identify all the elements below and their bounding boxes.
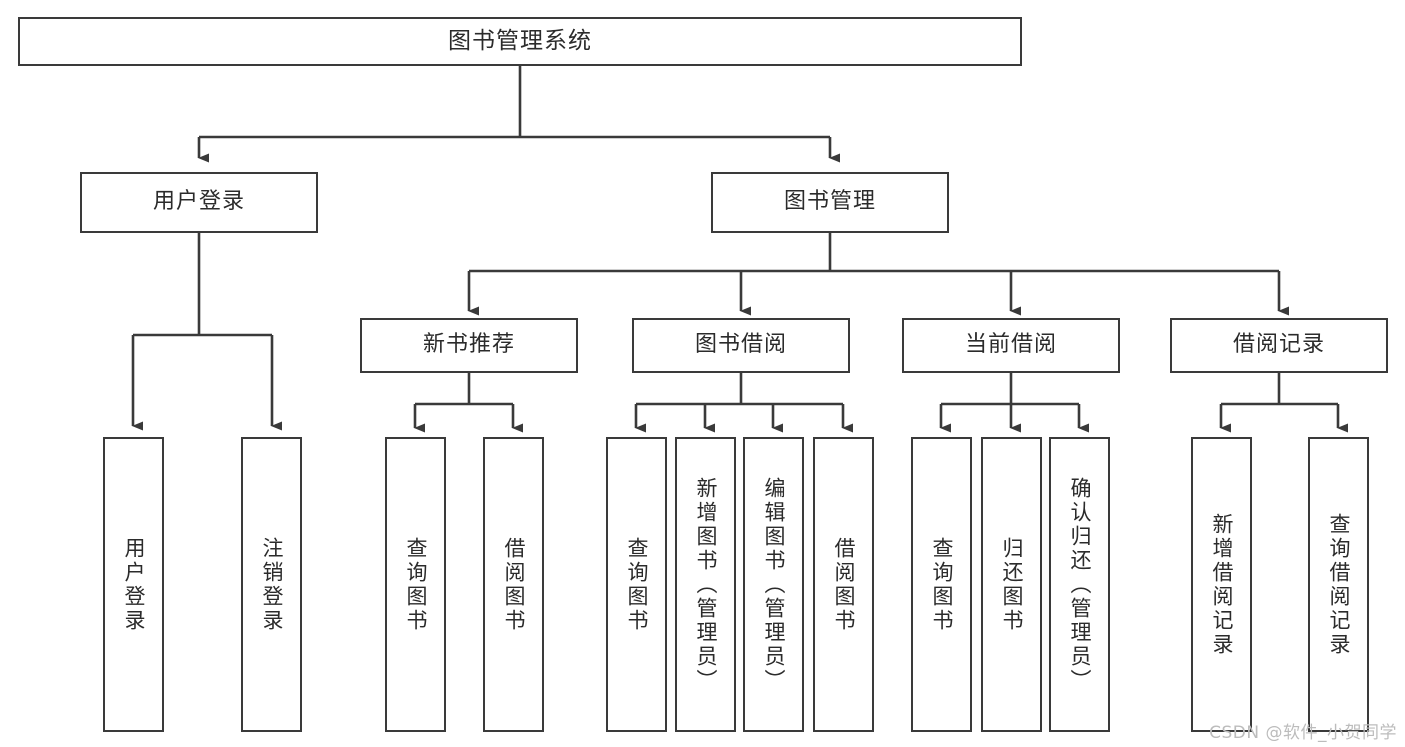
node-borrow-record[interactable]: 借阅记录 xyxy=(1170,318,1388,373)
csdn-watermark: CSDN @软件_小贺同学 xyxy=(1209,723,1397,743)
leaf-user-login-login[interactable]: 用户登录 xyxy=(103,437,164,732)
leaf-label: 编辑图书（管理员） xyxy=(762,476,786,693)
leaf-label: 查询图书 xyxy=(404,536,428,633)
node-borrow-record-label: 借阅记录 xyxy=(1232,332,1325,358)
node-new-book-recommend[interactable]: 新书推荐 xyxy=(360,318,578,373)
leaf-new-book-borrow[interactable]: 借阅图书 xyxy=(483,437,544,732)
leaf-label: 新增图书（管理员） xyxy=(694,476,718,693)
node-book-borrow-label: 图书借阅 xyxy=(694,332,787,358)
leaf-user-login-logout[interactable]: 注销登录 xyxy=(241,437,302,732)
leaf-book-borrow-add[interactable]: 新增图书（管理员） xyxy=(675,437,736,732)
leaf-label: 查询图书 xyxy=(930,536,954,633)
leaf-current-borrow-query[interactable]: 查询图书 xyxy=(911,437,972,732)
leaf-borrow-record-add[interactable]: 新增借阅记录 xyxy=(1191,437,1252,732)
leaf-label: 借阅图书 xyxy=(502,536,526,633)
leaf-label: 新增借阅记录 xyxy=(1210,512,1234,657)
node-book-manage-label: 图书管理 xyxy=(783,189,876,215)
node-user-login-label: 用户登录 xyxy=(152,189,245,215)
node-current-borrow[interactable]: 当前借阅 xyxy=(902,318,1120,373)
node-user-login[interactable]: 用户登录 xyxy=(80,172,318,233)
leaf-label: 用户登录 xyxy=(122,536,146,633)
leaf-current-borrow-return[interactable]: 归还图书 xyxy=(981,437,1042,732)
leaf-book-borrow-edit[interactable]: 编辑图书（管理员） xyxy=(743,437,804,732)
node-root-label: 图书管理系统 xyxy=(448,27,592,54)
node-book-borrow[interactable]: 图书借阅 xyxy=(632,318,850,373)
leaf-label: 注销登录 xyxy=(260,536,284,633)
leaf-label: 查询图书 xyxy=(625,536,649,633)
node-root[interactable]: 图书管理系统 xyxy=(18,17,1022,66)
leaf-book-borrow-query[interactable]: 查询图书 xyxy=(606,437,667,732)
leaf-new-book-query[interactable]: 查询图书 xyxy=(385,437,446,732)
leaf-label: 归还图书 xyxy=(1000,536,1024,633)
leaf-book-borrow-borrow[interactable]: 借阅图书 xyxy=(813,437,874,732)
node-new-book-recommend-label: 新书推荐 xyxy=(422,332,515,358)
leaf-label: 确认归还（管理员） xyxy=(1068,476,1092,693)
leaf-current-borrow-confirm[interactable]: 确认归还（管理员） xyxy=(1049,437,1110,732)
leaf-label: 查询借阅记录 xyxy=(1327,512,1351,657)
node-current-borrow-label: 当前借阅 xyxy=(964,332,1057,358)
leaf-label: 借阅图书 xyxy=(832,536,856,633)
leaf-borrow-record-query[interactable]: 查询借阅记录 xyxy=(1308,437,1369,732)
node-book-manage[interactable]: 图书管理 xyxy=(711,172,949,233)
